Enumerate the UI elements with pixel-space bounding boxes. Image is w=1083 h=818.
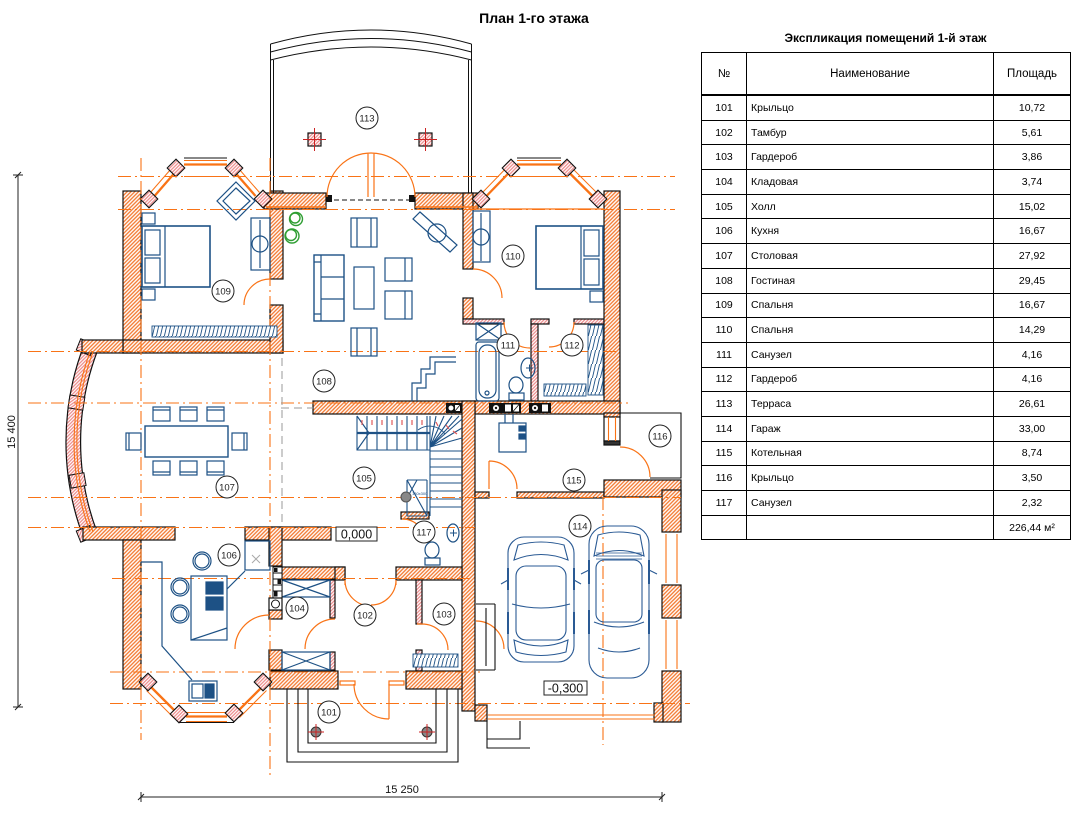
svg-text:115: 115: [566, 476, 581, 487]
svg-text:180x300: 180x300: [412, 491, 428, 496]
svg-text:116: 116: [652, 432, 667, 443]
svg-text:105: 105: [356, 474, 372, 485]
svg-text:111: 111: [501, 341, 515, 352]
svg-text:15 250: 15 250: [385, 784, 419, 796]
svg-text:114: 114: [572, 522, 587, 533]
svg-text:0,000: 0,000: [341, 528, 372, 542]
svg-text:102: 102: [357, 611, 373, 622]
svg-text:-0,300: -0,300: [548, 682, 583, 696]
svg-text:108: 108: [316, 377, 332, 388]
svg-text:107: 107: [219, 483, 235, 494]
svg-text:112: 112: [564, 341, 579, 352]
svg-text:113: 113: [359, 114, 374, 125]
svg-text:101: 101: [321, 708, 337, 719]
svg-text:110: 110: [505, 252, 520, 263]
svg-text:109: 109: [215, 287, 231, 298]
svg-text:117: 117: [416, 528, 431, 539]
svg-text:104: 104: [289, 604, 305, 615]
svg-text:106: 106: [221, 551, 237, 562]
svg-text:15 400: 15 400: [6, 415, 18, 449]
svg-text:103: 103: [436, 610, 452, 621]
